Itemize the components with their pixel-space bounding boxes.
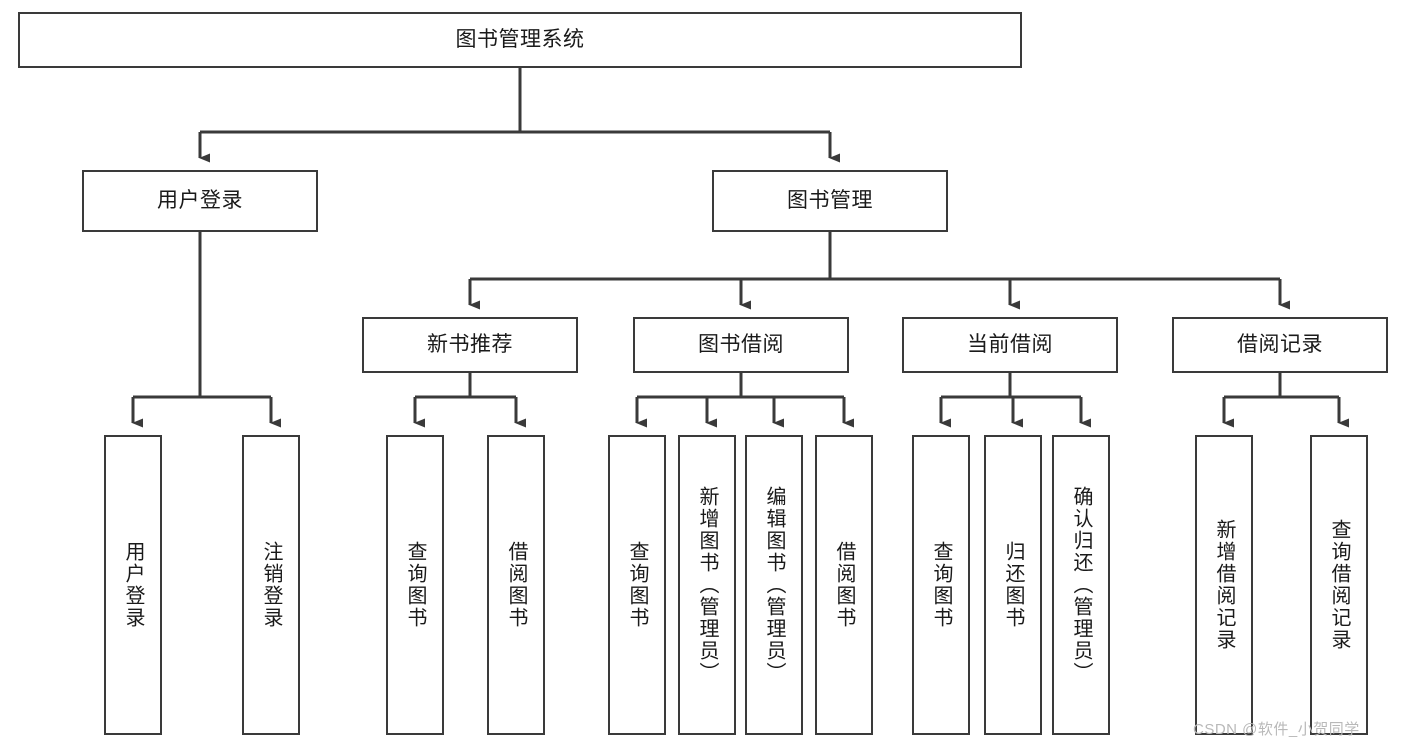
node-label: 查询图书 bbox=[930, 541, 952, 629]
node-label: 确认归还（管理员） bbox=[1070, 486, 1092, 684]
node-label: 查询图书 bbox=[404, 541, 426, 629]
node-label: 查询图书 bbox=[626, 541, 648, 629]
node-leaf-borrow-book-recommend[interactable]: 借阅图书 bbox=[487, 435, 545, 735]
node-label: 图书管理 bbox=[787, 188, 873, 212]
node-leaf-user-login[interactable]: 用户登录 bbox=[104, 435, 162, 735]
node-root[interactable]: 图书管理系统 bbox=[18, 12, 1022, 68]
node-leaf-query-borrow-record[interactable]: 查询借阅记录 bbox=[1310, 435, 1368, 735]
node-leaf-borrow-book[interactable]: 借阅图书 bbox=[815, 435, 873, 735]
node-label: 编辑图书（管理员） bbox=[763, 486, 785, 684]
node-label: 图书管理系统 bbox=[455, 27, 585, 51]
node-leaf-query-book-borrow[interactable]: 查询图书 bbox=[608, 435, 666, 735]
node-label: 新增图书（管理员） bbox=[696, 486, 718, 684]
node-label: 借阅记录 bbox=[1237, 332, 1323, 356]
node-leaf-add-borrow-record[interactable]: 新增借阅记录 bbox=[1195, 435, 1253, 735]
node-leaf-edit-book-admin[interactable]: 编辑图书（管理员） bbox=[745, 435, 803, 735]
node-leaf-add-book-admin[interactable]: 新增图书（管理员） bbox=[678, 435, 736, 735]
node-label: 图书借阅 bbox=[698, 332, 784, 356]
node-borrow-record[interactable]: 借阅记录 bbox=[1172, 317, 1388, 373]
node-label: 注销登录 bbox=[260, 541, 282, 629]
node-label: 借阅图书 bbox=[833, 541, 855, 629]
node-label: 新书推荐 bbox=[427, 332, 513, 356]
node-new-book-recommend[interactable]: 新书推荐 bbox=[362, 317, 578, 373]
node-leaf-logout[interactable]: 注销登录 bbox=[242, 435, 300, 735]
node-current-borrow[interactable]: 当前借阅 bbox=[902, 317, 1118, 373]
node-leaf-return-book[interactable]: 归还图书 bbox=[984, 435, 1042, 735]
node-label: 借阅图书 bbox=[505, 541, 527, 629]
node-book-manage[interactable]: 图书管理 bbox=[712, 170, 948, 232]
node-label: 新增借阅记录 bbox=[1213, 519, 1235, 651]
node-label: 归还图书 bbox=[1002, 541, 1024, 629]
node-label: 用户登录 bbox=[157, 188, 243, 212]
node-leaf-query-book-current[interactable]: 查询图书 bbox=[912, 435, 970, 735]
node-label: 当前借阅 bbox=[967, 332, 1053, 356]
node-label: 查询借阅记录 bbox=[1328, 519, 1350, 651]
node-leaf-query-book-recommend[interactable]: 查询图书 bbox=[386, 435, 444, 735]
node-book-borrow[interactable]: 图书借阅 bbox=[633, 317, 849, 373]
node-label: 用户登录 bbox=[122, 541, 144, 629]
node-leaf-confirm-return-admin[interactable]: 确认归还（管理员） bbox=[1052, 435, 1110, 735]
node-user-login[interactable]: 用户登录 bbox=[82, 170, 318, 232]
